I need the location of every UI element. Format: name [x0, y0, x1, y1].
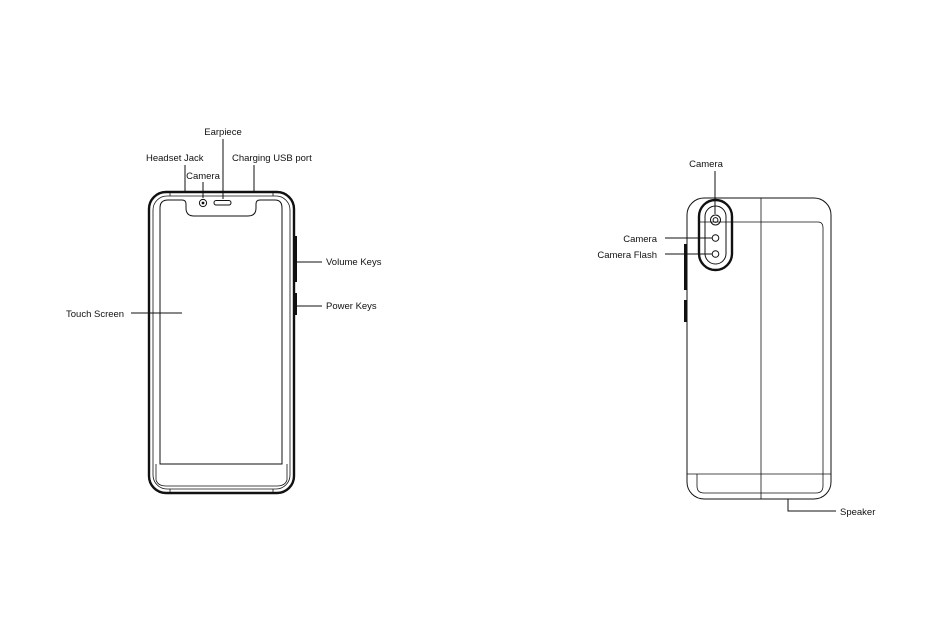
label-earpiece: Earpiece [204, 127, 242, 138]
front-inner-frame [153, 196, 290, 489]
back-phone [684, 198, 831, 499]
speaker-leader [788, 499, 836, 511]
label-power-keys: Power Keys [326, 301, 377, 312]
back-top-inner-contour [700, 222, 823, 228]
front-phone [149, 192, 297, 493]
back-volume-edge [684, 244, 687, 290]
label-front-camera: Camera [186, 171, 221, 182]
power-keys-button [294, 293, 297, 315]
second-camera-lens-icon [712, 235, 719, 242]
earpiece-slot [214, 201, 231, 206]
label-back-camera-top: Camera [689, 159, 724, 170]
front-outer-frame [149, 192, 294, 493]
back-outer-frame [687, 198, 831, 499]
label-touch-screen: Touch Screen [66, 309, 124, 320]
label-camera-flash: Camera Flash [597, 250, 657, 261]
front-screen-outline [160, 200, 282, 464]
label-back-camera-middle: Camera [623, 234, 658, 245]
volume-keys-button [294, 236, 297, 282]
back-bottom-inner-contour [697, 474, 823, 493]
label-charging-usb-port: Charging USB port [232, 153, 312, 164]
front-chin-bottom [156, 480, 287, 486]
back-power-edge [684, 300, 687, 322]
back-labels: Camera Camera Camera Flash Speaker [597, 159, 875, 518]
front-camera-lens-icon [202, 202, 205, 205]
front-labels: Earpiece Headset Jack Charging USB port … [66, 127, 382, 320]
label-volume-keys: Volume Keys [326, 257, 382, 268]
label-headset-jack: Headset Jack [146, 153, 204, 164]
label-speaker: Speaker [840, 507, 875, 518]
main-camera-lens-icon [711, 215, 721, 225]
camera-flash-icon [712, 251, 719, 258]
